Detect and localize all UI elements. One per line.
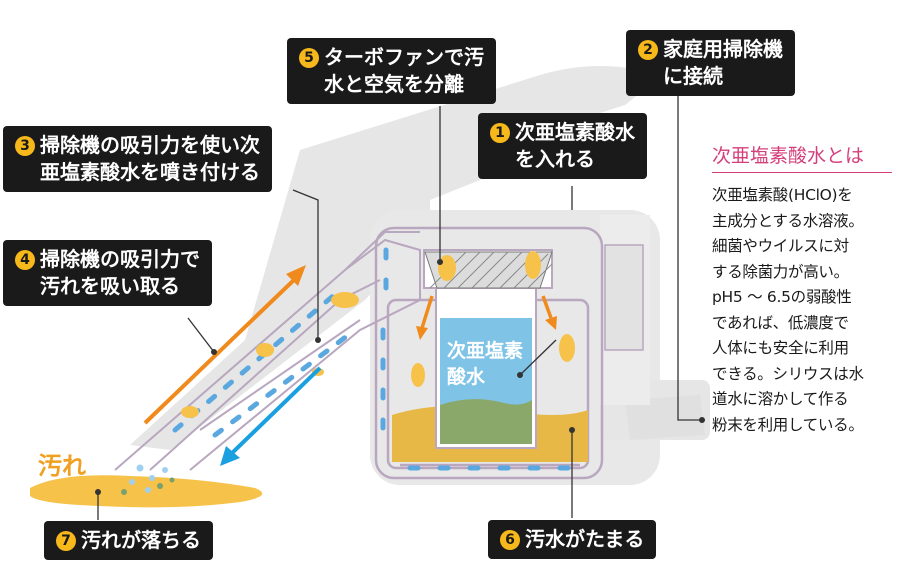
liquid-label: 次亜塩素 酸水 (447, 340, 524, 388)
callout-6-line1: 汚水がたまる (525, 527, 645, 551)
callout-2-line1: 家庭用掃除機 (663, 37, 783, 61)
leader-dot (517, 372, 523, 378)
suction-arrow (143, 265, 306, 425)
callout-5-line2: 水と空気を分離 (324, 72, 464, 96)
leader-dot (699, 417, 705, 423)
spray-arrow (220, 366, 322, 466)
tank-flow-arrows (416, 295, 557, 340)
leader-dot (315, 337, 321, 343)
leader-dot (211, 349, 217, 355)
callout-5-line1: ターボファンで汚 (324, 45, 484, 69)
leader-lines (97, 92, 702, 520)
tube-water-dashes (172, 287, 358, 438)
leader-dot (437, 259, 443, 265)
callout-3-line1: 掃除機の吸引力を使い次 (40, 133, 260, 157)
info-title: 次亜塩素酸水とは (712, 143, 892, 173)
callout-2-line2: に接続 (663, 64, 723, 88)
step-badge: 7 (56, 531, 76, 551)
callout-7-line1: 汚れが落ちる (81, 528, 201, 552)
callout-1-line1: 次亜塩素酸水 (515, 120, 635, 144)
callout-1-line2: を入れる (515, 147, 595, 171)
callout-4-line2: 汚れを吸い取る (40, 274, 180, 298)
leader-dot (95, 489, 101, 495)
step-badge: 5 (299, 48, 319, 68)
tank-dirt (411, 251, 575, 387)
callout-4-line1: 掃除機の吸引力で (40, 247, 200, 271)
callout-3-line2: 亜塩素酸水を噴き付ける (40, 160, 260, 184)
tank-water-dashes (380, 247, 583, 471)
info-body: 次亜塩素酸(HClO)を 主成分とする水溶液。 細菌やウイルスに対 する除菌力が… (712, 186, 864, 434)
step-badge: 6 (500, 530, 520, 550)
step-badge: 4 (15, 250, 35, 270)
step-badge: 1 (490, 123, 510, 143)
leader-dot (569, 427, 575, 433)
dirt-label: 汚れ (38, 452, 86, 480)
spray-particles (121, 464, 175, 495)
step-badge: 3 (15, 136, 35, 156)
step-badge: 2 (638, 40, 658, 60)
